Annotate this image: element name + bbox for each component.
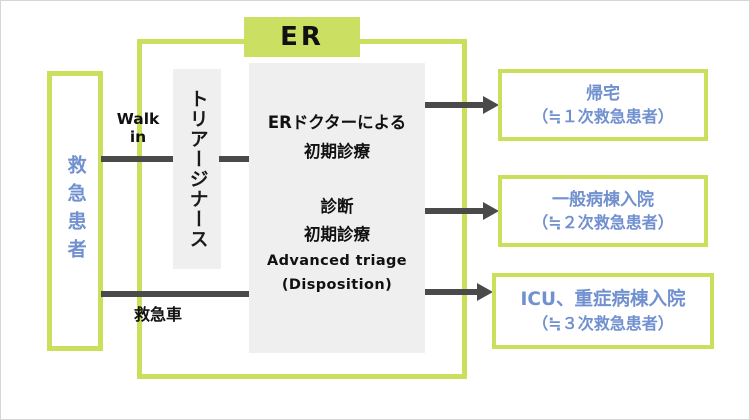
outcome-icu-title: ICU、重症病棟入院 bbox=[520, 288, 686, 310]
arrow-shaft bbox=[425, 289, 479, 295]
arrow-head bbox=[483, 202, 499, 220]
walk-in-label: Walk in bbox=[99, 110, 177, 147]
outcome-discharge-subtitle: （≒１次救急患者） bbox=[532, 106, 674, 126]
outcome-discharge-title: 帰宅 bbox=[586, 83, 620, 104]
er-doctor-secondary-text: 診断 初期診療 Advanced triage (Disposition) bbox=[267, 193, 407, 298]
er-section-header: ER bbox=[244, 17, 360, 57]
triage-nurse-label: トリアージナース bbox=[186, 89, 209, 249]
er-section-header-label: ER bbox=[280, 22, 324, 52]
walk-in-label-line1: Walk bbox=[116, 110, 160, 128]
arrow-to-icu-icon bbox=[425, 283, 493, 301]
walk-in-connector-line bbox=[101, 156, 175, 162]
triage-to-doctor-connector-line bbox=[219, 156, 251, 162]
arrow-to-general-ward-icon bbox=[425, 202, 499, 220]
outcome-box-general-ward: 一般病棟入院 （≒２次救急患者） bbox=[498, 175, 708, 247]
er-doctor-secondary-line3: Advanced triage bbox=[266, 252, 408, 269]
er-doctor-treatment-box: ERドクターによる 初期診療 診断 初期診療 Advanced triage (… bbox=[249, 63, 425, 353]
arrow-shaft bbox=[425, 208, 485, 214]
walk-in-label-line2: in bbox=[129, 127, 147, 146]
outcome-general-ward-subtitle: （≒２次救急患者） bbox=[532, 212, 674, 232]
ambulance-label: 救急車 bbox=[133, 305, 182, 324]
outcome-general-ward-title: 一般病棟入院 bbox=[552, 189, 654, 210]
arrow-head bbox=[477, 283, 493, 301]
outcome-box-discharge: 帰宅 （≒１次救急患者） bbox=[498, 69, 708, 141]
ambulance-connector-line bbox=[101, 291, 251, 297]
triage-nurse-box: トリアージナース bbox=[173, 69, 221, 269]
er-doctor-secondary-line4: (Disposition) bbox=[281, 277, 393, 294]
er-doctor-secondary-line1: 診断 bbox=[320, 196, 354, 216]
er-doctor-primary-line2: 初期診療 bbox=[303, 141, 370, 161]
er-doctor-primary-text: ERドクターによる 初期診療 bbox=[268, 109, 406, 167]
outcome-box-icu: ICU、重症病棟入院 （≒３次救急患者） bbox=[492, 273, 714, 349]
arrow-to-discharge-icon bbox=[425, 96, 499, 114]
emergency-patient-label: 救急患者 bbox=[64, 155, 87, 267]
arrow-shaft bbox=[425, 102, 485, 108]
er-doctor-primary-line1: ERドクターによる bbox=[267, 113, 407, 132]
er-doctor-secondary-line2: 初期診療 bbox=[303, 224, 370, 244]
arrow-head bbox=[483, 96, 499, 114]
emergency-patient-box: 救急患者 bbox=[47, 71, 103, 351]
outcome-icu-subtitle: （≒３次救急患者） bbox=[532, 313, 674, 333]
